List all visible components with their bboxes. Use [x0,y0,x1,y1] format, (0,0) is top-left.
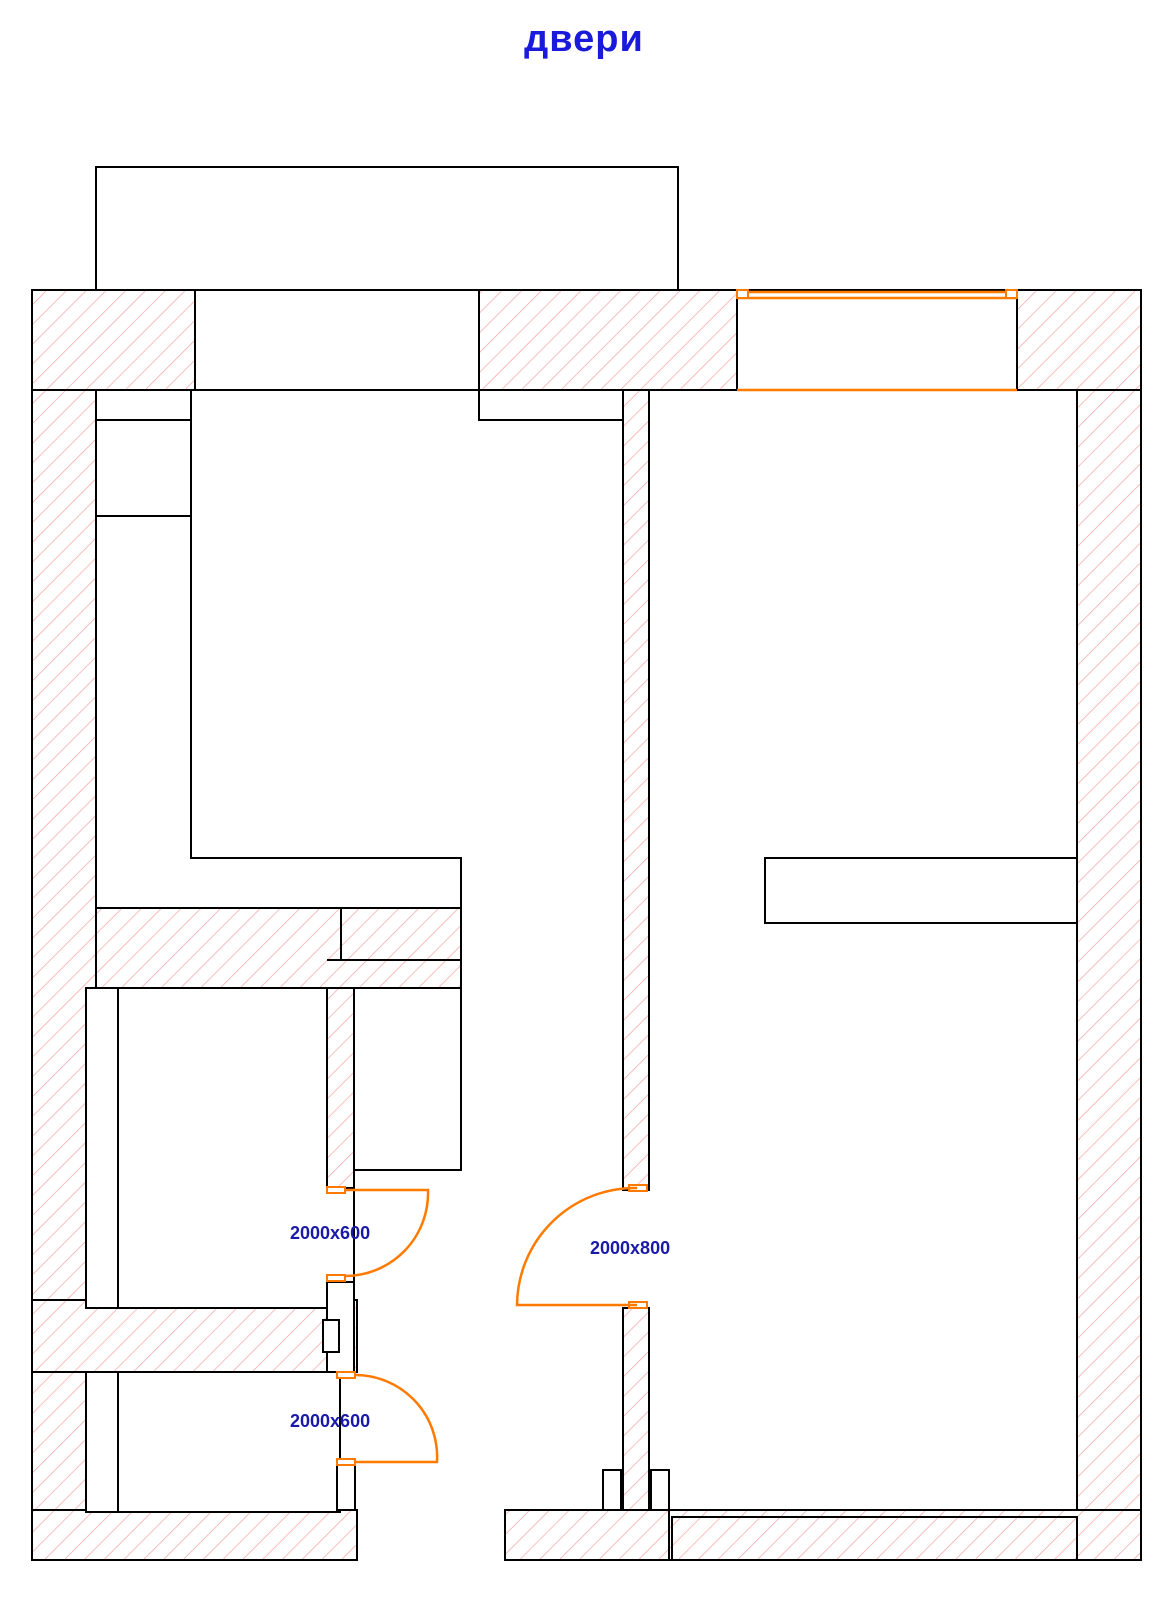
counter-top [95,389,192,421]
wall-kitchen-bottom [95,907,462,989]
partition-wall-lower [622,1307,650,1511]
plan-title: двери [524,18,644,60]
wardrobe [764,857,1078,924]
toilet-room [85,1371,341,1513]
wall-top-middle [478,289,738,391]
partition-wall-upper [622,389,650,1191]
door-bathroom [326,1186,430,1282]
cabinet [95,419,192,517]
door-toilet [336,1371,439,1466]
wall-right [1076,389,1142,1561]
door-label-bathroom: 2000x600 [290,1223,370,1243]
door-label-toilet: 2000x600 [290,1411,370,1431]
kitchen-counter-inner [190,516,462,1171]
kitchen-counter-outline [95,516,342,960]
door-label-room: 2000x800 [590,1238,670,1258]
bathtub [85,987,119,1309]
bathroom-room [85,987,355,1309]
wall-bottom-left [31,1509,358,1561]
window [736,289,1018,392]
wall-top-right [1016,289,1142,391]
door-room [515,1184,648,1309]
wall-top-left [31,289,196,391]
partition-wall-bath [326,987,355,1189]
wall-bath-divider [31,1299,358,1373]
balcony [95,166,679,291]
